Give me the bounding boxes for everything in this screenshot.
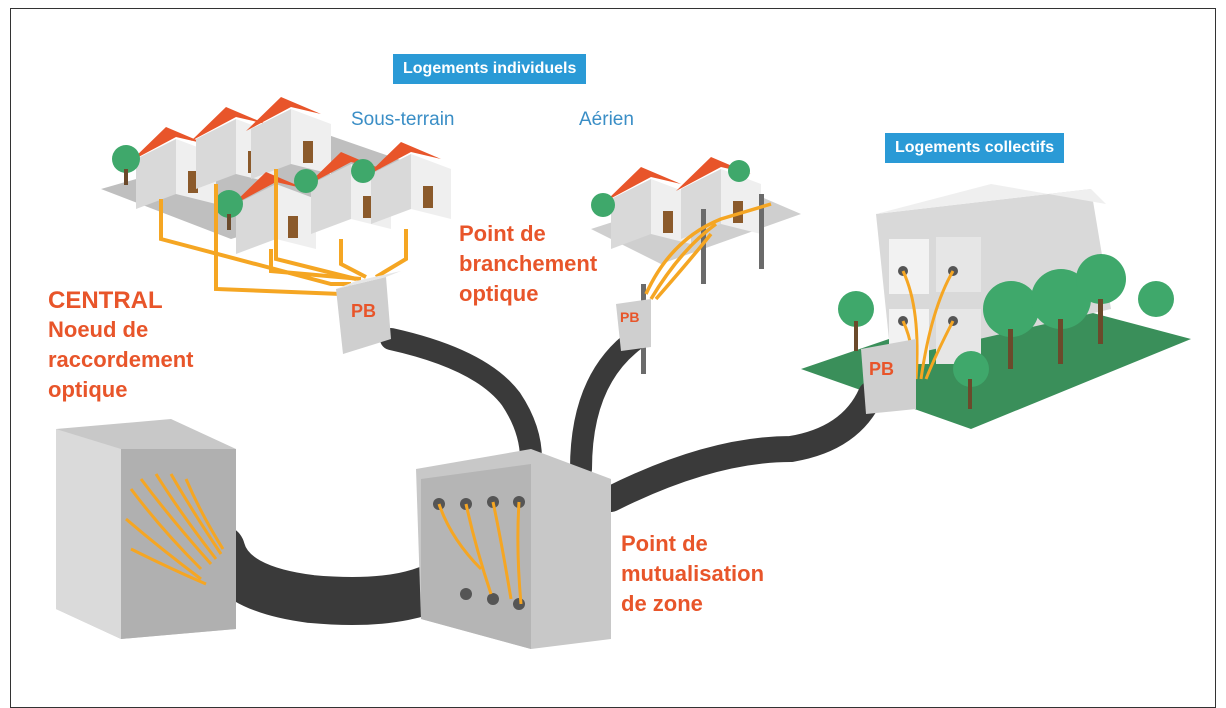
label-collective-housing: Logements collectifs <box>885 133 1065 163</box>
pb-box-aerial <box>616 299 651 351</box>
pb-label-aerial: PB <box>620 309 640 325</box>
network-diagram <box>56 97 1191 649</box>
central-box <box>56 419 236 639</box>
label-pmz: Point de mutualisation de zone <box>621 531 765 616</box>
fibers-aerial <box>644 202 772 301</box>
label-nro: Noeud de raccordement optique <box>48 317 194 402</box>
pb-label-collective: PB <box>869 359 895 379</box>
house-group-underground <box>112 97 451 254</box>
pb-box-collective <box>861 339 916 414</box>
label-pbo: Point de branchement optique <box>459 221 598 306</box>
diagram-frame: Logements individuels Logements collecti… <box>10 8 1216 708</box>
pmz-box <box>416 449 611 649</box>
label-underground: Sous-terrain <box>351 109 455 130</box>
fibers-underground <box>159 169 408 296</box>
pb-label-underground: PB <box>351 301 377 321</box>
pb-box-underground <box>336 271 401 354</box>
label-central: CENTRAL <box>48 287 163 314</box>
label-individual-housing: Logements individuels <box>393 54 587 84</box>
label-aerial: Aérien <box>579 109 634 130</box>
house-group-aerial <box>591 157 764 374</box>
